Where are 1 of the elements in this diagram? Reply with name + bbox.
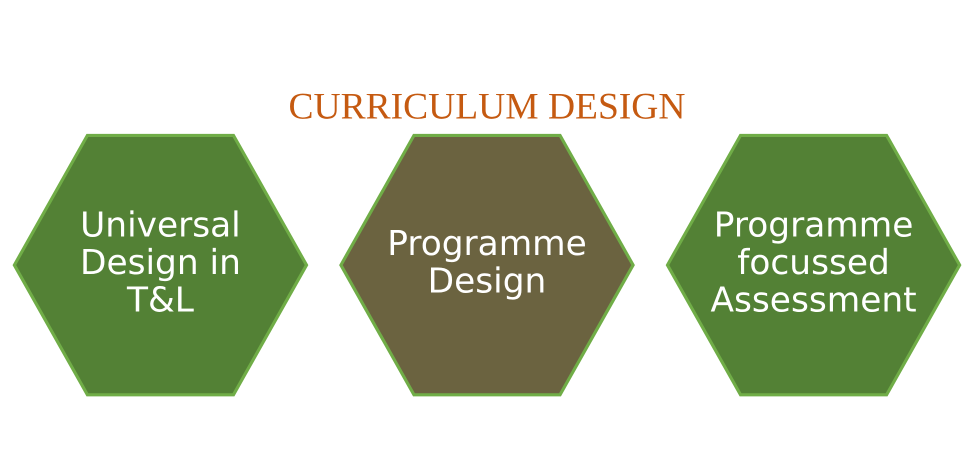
diagram-title: CURRICULUM DESIGN — [288, 86, 686, 127]
